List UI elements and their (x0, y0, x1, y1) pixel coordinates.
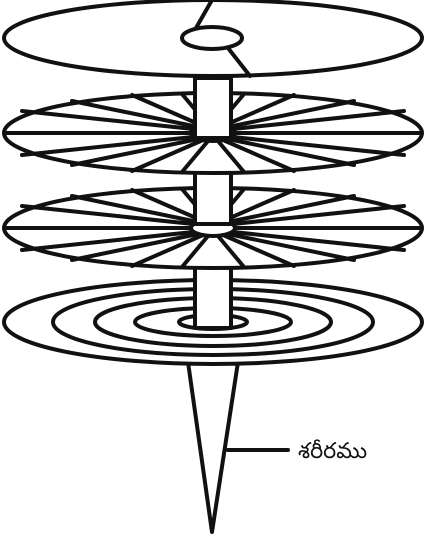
stem-segment-2 (195, 172, 231, 224)
disc-top (4, 0, 422, 76)
stem-segment-3 (195, 266, 231, 328)
body-spike (188, 362, 238, 532)
body-label: శరీరము (298, 439, 367, 464)
stem-segment-1 (195, 78, 231, 138)
